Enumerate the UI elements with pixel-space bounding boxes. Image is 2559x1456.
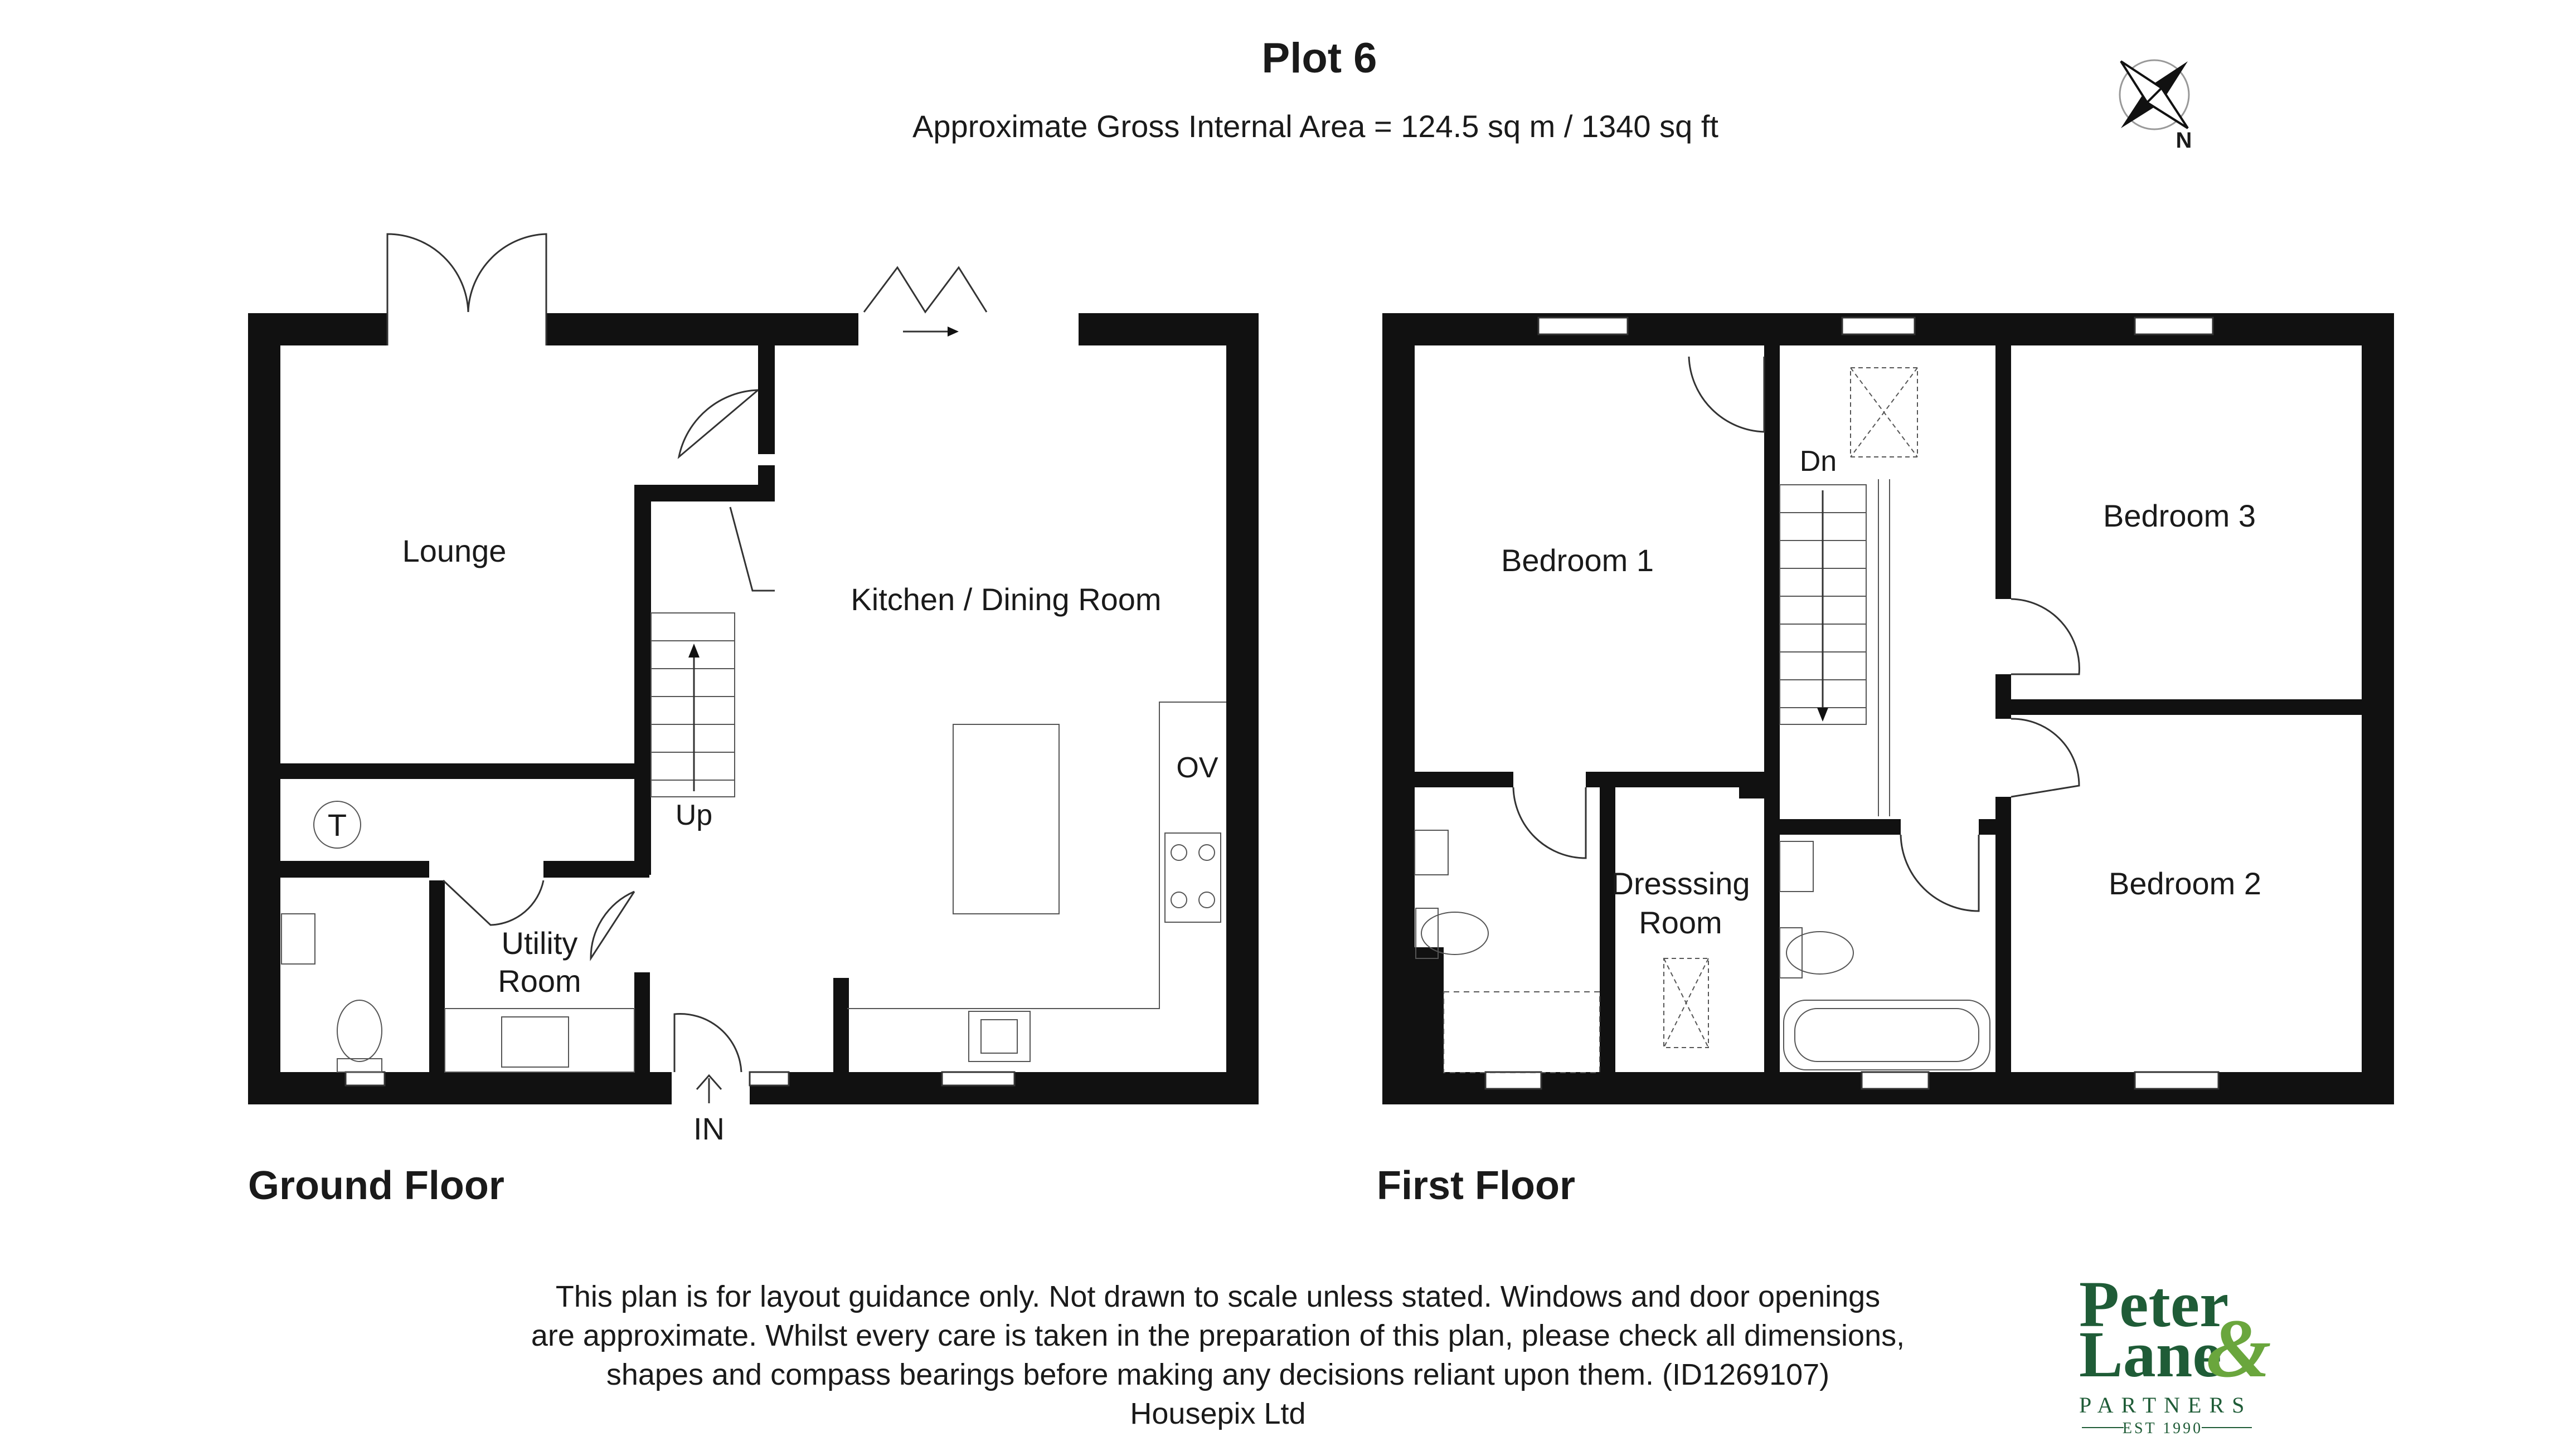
logo-est: EST 1990 (2123, 1420, 2203, 1437)
first-floor-plan: Bedroom 1 Bedroom 3 Bedroom 2 Dresssing … (1382, 313, 2394, 1104)
ensuite-basin-icon (1414, 830, 1449, 875)
stair-door (729, 507, 775, 592)
shower-icon (1443, 991, 1600, 1073)
entrance-arrow-icon (696, 1074, 722, 1103)
disclaimer: This plan is for layout guidance only. N… (531, 1280, 1905, 1430)
bath-icon (1783, 1000, 1990, 1070)
bathroom-window (1861, 1071, 1930, 1090)
kitchen-sink-icon (968, 1011, 1031, 1062)
bathroom-basin-icon (1779, 841, 1814, 892)
disclaimer-line-4: Housepix Ltd (1130, 1397, 1305, 1430)
room-dressing-line1: Dresssing (1611, 866, 1750, 901)
ensuite-window (1484, 1071, 1542, 1090)
utility-sink-icon (501, 1016, 569, 1068)
first-floor-walls (1382, 313, 2394, 1104)
stairs-down-label: Dn (1800, 445, 1837, 478)
ground-staircase (650, 612, 735, 797)
room-lounge: Lounge (402, 533, 507, 568)
peter-lane-logo: Peter Lane & PARTNERS EST 1990 (2079, 1268, 2271, 1437)
lounge-french-doors (386, 233, 547, 345)
tank-label: T (328, 807, 347, 843)
bedroom3-door-arc (2011, 598, 2080, 675)
logo-ampersand: & (2206, 1302, 2271, 1395)
ensuite-toilet-icon (1421, 912, 1489, 955)
ground-floor-label: Ground Floor (248, 1163, 504, 1208)
landing-window (1841, 316, 1916, 335)
kitchen-units (847, 702, 1226, 1062)
wc-basin-icon (281, 913, 315, 965)
ground-floor-plan: T Lounge Kitchen / Dining Room Utility R… (248, 233, 1259, 1146)
compass-icon (2119, 59, 2190, 130)
oven-label: OV (1176, 752, 1218, 784)
utility-door-right (590, 890, 635, 962)
kitchen-door-arc (677, 389, 759, 459)
utility-worktop (444, 1008, 635, 1073)
logo-partners: PARTNERS (2079, 1392, 2252, 1418)
first-staircase (1779, 479, 1890, 816)
north-label: N (2176, 128, 2192, 153)
kitchen-bifold-doors (863, 266, 988, 337)
area-caption: Approximate Gross Internal Area = 124.5 … (912, 109, 1718, 144)
bedroom1-door-arc (1688, 356, 1765, 433)
tank-icon (313, 801, 361, 849)
kitchen-island (953, 724, 1060, 914)
room-dressing-line2: Room (1639, 905, 1722, 940)
room-utility-line2: Room (498, 963, 581, 999)
room-bedroom-2: Bedroom 2 (2109, 866, 2261, 901)
first-floor-label: First Floor (1377, 1163, 1575, 1208)
hob-icon (1164, 832, 1221, 923)
bedroom2-window (2134, 1071, 2220, 1090)
hall-window (749, 1071, 790, 1087)
wc-toilet-icon (337, 1000, 382, 1062)
logo-name-2: Lane (2079, 1318, 2222, 1391)
bathroom-toilet-icon (1786, 931, 1854, 975)
bathroom-door-arc (1900, 834, 1980, 912)
ensuite-door-arc (1512, 787, 1587, 859)
plan-title: Plot 6 (1262, 35, 1377, 82)
room-utility-line1: Utility (502, 926, 578, 961)
ground-floor-walls (248, 313, 1259, 1104)
disclaimer-line-1: This plan is for layout guidance only. N… (556, 1280, 1880, 1313)
stairs-up-label: Up (676, 799, 712, 831)
loft-hatch-dressing (1663, 958, 1709, 1048)
logo-name-1: Peter (2079, 1268, 2229, 1341)
bedroom2-door-arc (2011, 718, 2080, 798)
wc-window (344, 1071, 386, 1087)
bedroom1-window (1537, 316, 1629, 335)
loft-hatch-landing (1850, 367, 1918, 457)
kitchen-window (941, 1071, 1016, 1087)
front-door-arc (673, 1013, 742, 1073)
bedroom3-window (2134, 316, 2214, 335)
disclaimer-line-2: are approximate. Whilst every care is ta… (531, 1319, 1905, 1352)
disclaimer-line-3: shapes and compass bearings before makin… (606, 1358, 1829, 1391)
room-bedroom-1: Bedroom 1 (1501, 543, 1654, 578)
utility-door-left (442, 879, 545, 926)
room-bedroom-3: Bedroom 3 (2103, 498, 2256, 533)
entrance-label: IN (693, 1111, 725, 1146)
room-kitchen-dining: Kitchen / Dining Room (851, 582, 1161, 617)
